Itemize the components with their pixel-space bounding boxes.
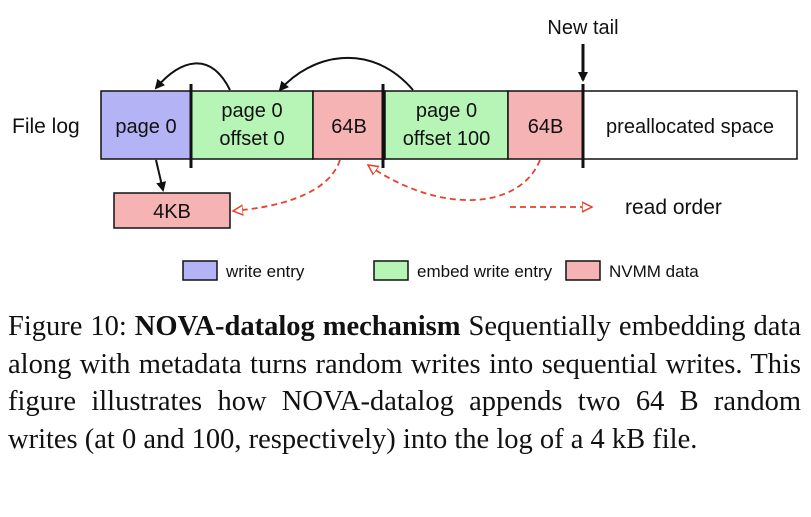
caption-title: NOVA-datalog mechanism <box>134 311 461 342</box>
data-pointer-arrow <box>155 159 167 192</box>
legend-swatch-write-entry <box>182 260 218 281</box>
new-tail-label: New tail <box>547 17 618 39</box>
pointer-arrow-1 <box>154 62 231 91</box>
log-cell-6 <box>582 90 798 160</box>
log-cell-2-text: page 0 <box>221 100 282 122</box>
log-cell-4-text: page 0 <box>416 100 477 122</box>
log-cell-1-text: page 0 <box>115 116 176 138</box>
read-order-label: read order <box>625 196 722 219</box>
log-cell-3 <box>312 90 386 160</box>
data-block-label: 4KB <box>153 201 191 223</box>
log-cell-5-text: 64B <box>528 116 564 138</box>
caption-prefix: Figure 10: <box>8 311 135 342</box>
file-log-label: File log <box>12 115 80 138</box>
legend-label-nvmm-data: NVMM data <box>609 262 699 281</box>
legend-swatch-embed-write-entry <box>373 260 409 281</box>
caption-body: Sequentially embedding data along with m… <box>8 311 802 455</box>
data-block-4kb <box>113 192 231 229</box>
read-order-arrow-1 <box>233 159 341 211</box>
legend-label-embed-write-entry: embed write entry <box>417 262 553 281</box>
read-order-arrow-2 <box>368 159 541 201</box>
file-log-row: page 0 page 0 offset 0 64B page 0 offset 100 6… <box>100 90 798 160</box>
log-cell-3-text: 64B <box>331 116 367 138</box>
log-cell-2 <box>190 90 314 160</box>
log-cell-4-text: offset 100 <box>403 128 490 150</box>
log-cell-6-text: preallocated space <box>606 116 774 138</box>
figure-caption: Figure 10: NOVA-datalog mechanism Sequen… <box>8 308 801 458</box>
log-cell-2-text: offset 0 <box>219 128 284 150</box>
legend: write entry embed write entry NVMM data <box>182 260 699 281</box>
datalog-diagram: New tail File log page 0 page 0 offset 0 64… <box>12 17 798 281</box>
pointer-arrow-2 <box>278 56 414 92</box>
legend-swatch-nvmm-data <box>565 260 601 281</box>
legend-label-write-entry: write entry <box>225 262 305 281</box>
